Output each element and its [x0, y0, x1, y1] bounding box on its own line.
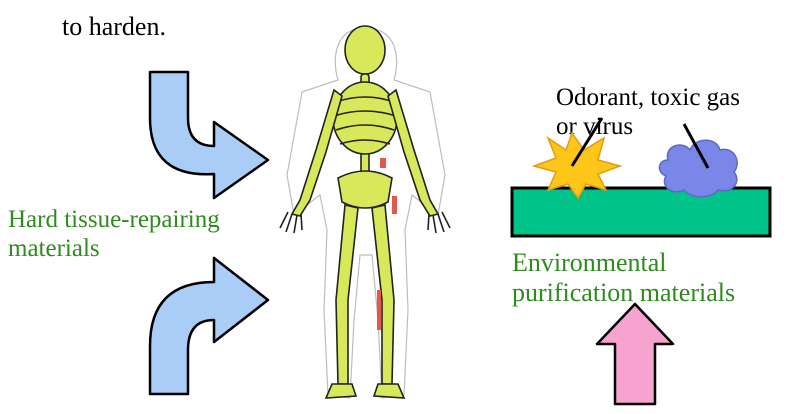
- up-arrow-icon: [597, 304, 673, 404]
- curved-arrow-icon: [150, 258, 268, 394]
- curved-arrow-icon: [150, 72, 268, 198]
- material-surface-bar: [512, 188, 770, 236]
- skeleton-illustration: [280, 26, 450, 398]
